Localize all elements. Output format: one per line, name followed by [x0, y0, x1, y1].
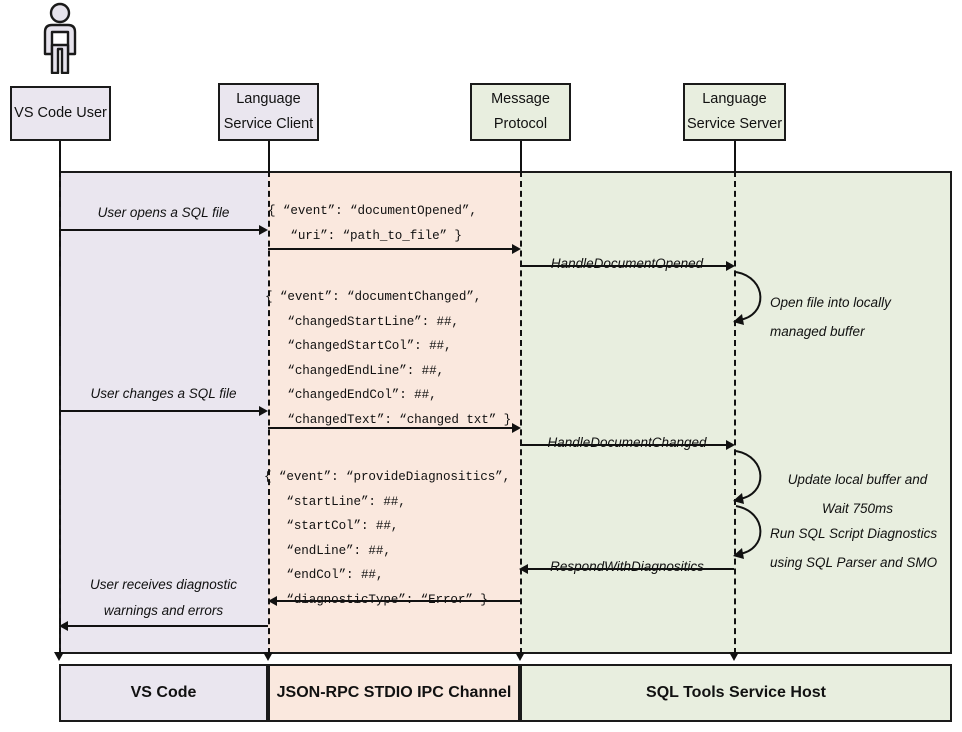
note-open-file-line2: managed buffer: [770, 324, 865, 339]
actor-person-icon: [43, 2, 77, 75]
avatar: [30, 2, 90, 75]
message-label-user-receives-line1: User receives diagnostic: [89, 577, 238, 592]
lifeline-header-lang-server[interactable]: Language Service Server: [683, 83, 786, 141]
note-update-buffer-line1: Update local buffer and: [787, 472, 928, 487]
lifeline-label-line2: Service Server: [686, 116, 783, 132]
note-run-diagnostics: Run SQL Script Diagnostics using SQL Par…: [770, 519, 937, 577]
message-label-user-receives: User receives diagnostic warnings and er…: [59, 572, 268, 623]
arrow-user-changes: [59, 410, 259, 412]
arrow-document-opened-to-protocol: [268, 248, 512, 250]
lifeline-stem-lang-server: [734, 141, 736, 171]
lifeline-lang-server: [734, 171, 736, 654]
footer-cell-host[interactable]: SQL Tools Service Host: [520, 664, 952, 722]
arrow-head-user-opens: [259, 225, 268, 235]
lifeline-header-msg-protocol[interactable]: Message Protocol: [470, 83, 571, 141]
self-call-arc-icon: [733, 271, 762, 325]
lifeline-header-vscode-user[interactable]: VS Code User: [10, 86, 111, 141]
arrow-head-down-client: [263, 652, 273, 661]
lifeline-stem-vscode-user: [59, 141, 61, 171]
footer-cell-ipc[interactable]: JSON-RPC STDIO IPC Channel: [268, 664, 520, 722]
note-update-buffer-line2: Wait 750ms: [821, 501, 894, 516]
arrow-head-user-receives: [59, 621, 68, 631]
note-open-file-line1: Open file into locally: [770, 295, 891, 310]
arrow-diagnostics-to-client: [277, 600, 520, 602]
note-run-diagnostics-line2: using SQL Parser and SMO: [770, 555, 938, 570]
payload-document-opened: { “event”: “documentOpened”, “uri”: “pat…: [268, 204, 477, 243]
arrow-head-handle-document-changed: [726, 440, 735, 450]
payload-document-changed: { “event”: “documentChanged”, “changedSt…: [265, 290, 512, 427]
self-call-run-diagnostics: [730, 502, 780, 569]
lifeline-label-line1: Message: [491, 90, 550, 107]
arrow-head-down-protocol: [515, 652, 525, 661]
arrow-document-changed-to-protocol: [268, 427, 512, 429]
arrow-handle-document-changed: [520, 444, 726, 446]
arrow-user-opens: [59, 229, 259, 231]
lifeline-lang-client: [268, 171, 270, 654]
arrow-head-respond-with-diagnostics: [519, 564, 528, 574]
self-call-update-buffer: [730, 447, 780, 514]
self-call-arc-icon: [733, 505, 762, 559]
lifeline-label-line2: Protocol: [493, 116, 548, 132]
arrow-user-receives: [68, 625, 268, 627]
lifeline-label-line1: VS Code User: [14, 104, 107, 121]
arrow-head-document-changed-to-protocol: [512, 423, 521, 433]
band-ipc: [268, 171, 520, 654]
footer-cell-vs-code[interactable]: VS Code: [59, 664, 268, 722]
arrow-respond-with-diagnostics: [528, 568, 734, 570]
footer-label-ipc: JSON-RPC STDIO IPC Channel: [276, 684, 512, 701]
note-update-buffer: Update local buffer and Wait 750ms: [770, 465, 945, 523]
lifeline-stem-lang-client: [268, 141, 270, 171]
arrow-head-user-changes: [259, 406, 268, 416]
lifeline-vscode-user: [59, 171, 61, 654]
message-label-user-opens: User opens a SQL file: [97, 205, 230, 220]
message-label-handle-document-opened: HandleDocumentOpened: [550, 256, 704, 271]
message-label-user-receives-line2: warnings and errors: [103, 602, 224, 618]
arrow-head-down-vscode: [54, 652, 64, 661]
lifeline-stem-msg-protocol: [520, 141, 522, 171]
footer-label-vs-code: VS Code: [130, 684, 197, 701]
arrow-head-document-opened-to-protocol: [512, 244, 521, 254]
lifeline-msg-protocol: [520, 171, 522, 654]
lifeline-label-line1: Language: [236, 90, 301, 107]
message-label-respond-with-diagnostics: RespondWithDiagnositics: [550, 559, 704, 574]
lifeline-label-line1: Language: [702, 90, 767, 107]
band-service: [520, 171, 952, 654]
arrow-handle-document-opened: [520, 265, 726, 267]
arrow-head-handle-document-opened: [726, 261, 735, 271]
band-vscode: [59, 171, 268, 654]
lifeline-label-line2: Service Client: [223, 116, 314, 132]
message-label-handle-document-changed: HandleDocumentChanged: [547, 435, 707, 450]
arrow-head-diagnostics-to-client: [268, 596, 277, 606]
lifeline-header-lang-client[interactable]: Language Service Client: [218, 83, 319, 141]
note-open-file: Open file into locally managed buffer: [770, 288, 891, 346]
arrow-head-down-server: [729, 652, 739, 661]
message-label-user-changes: User changes a SQL file: [90, 386, 237, 401]
note-run-diagnostics-line1: Run SQL Script Diagnostics: [770, 526, 938, 541]
self-call-arc-icon: [733, 450, 762, 504]
payload-provide-diagnostics: { “event”: “provideDiagnositics”, “start…: [264, 470, 511, 607]
self-call-open-file: [730, 268, 780, 335]
footer-label-host: SQL Tools Service Host: [646, 684, 826, 701]
